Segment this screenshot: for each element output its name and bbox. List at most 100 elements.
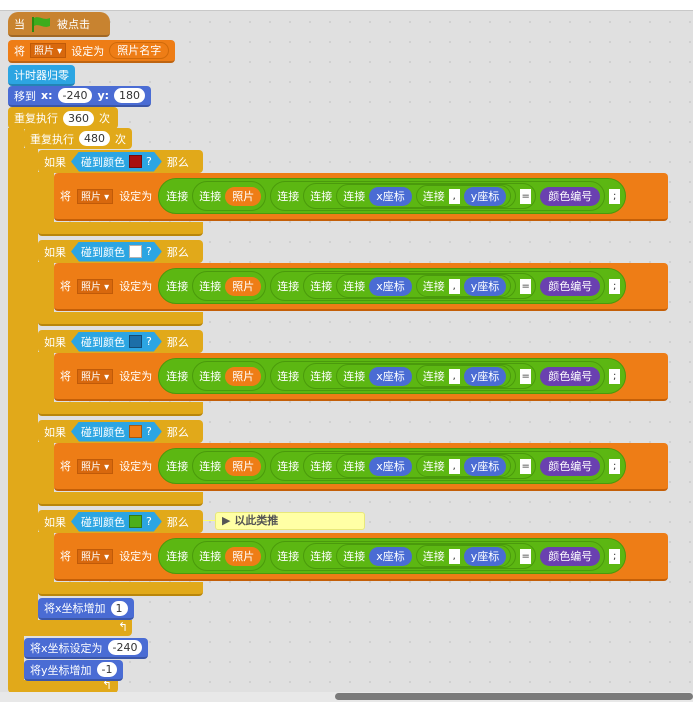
repeat-480-block[interactable]: 重复执行 480 次 (24, 128, 132, 149)
comma-input[interactable]: , (448, 368, 460, 384)
when-flag-clicked-block[interactable]: 当 被点击 (8, 12, 110, 37)
semicolon-input[interactable]: ; (609, 278, 621, 294)
change-x-input[interactable]: 1 (110, 600, 128, 616)
comma-input[interactable]: , (448, 458, 460, 474)
variable-dropdown[interactable]: 照片 ▾ (30, 43, 67, 58)
color-code-reporter[interactable]: 颜色编号 (540, 366, 601, 386)
x-position-reporter[interactable]: x座标 (369, 456, 412, 476)
horizontal-scrollbar[interactable] (0, 692, 693, 702)
if-touching-color-block[interactable]: 如果 碰到颜色 ? 那么 (38, 240, 203, 263)
equals-input[interactable]: = (520, 188, 532, 204)
scrollbar-thumb[interactable] (335, 693, 693, 700)
touching-color-sensor[interactable]: 碰到颜色 ? (71, 332, 162, 352)
x-position-reporter[interactable]: x座标 (369, 366, 412, 386)
collapse-triangle-icon[interactable]: ▶ (222, 514, 231, 527)
join-reporter[interactable]: 连接照片 (192, 181, 267, 211)
comma-input[interactable]: , (448, 278, 460, 294)
semicolon-input[interactable]: ; (609, 458, 621, 474)
photo-variable-reporter[interactable]: 照片 (225, 546, 262, 566)
color-swatch[interactable] (129, 245, 142, 258)
y-position-reporter[interactable]: y座标 (463, 276, 507, 296)
change-y-input[interactable]: -1 (96, 662, 118, 677)
color-code-reporter[interactable]: 颜色编号 (540, 186, 601, 206)
variable-dropdown[interactable]: 照片 ▾ (77, 278, 114, 294)
join-reporter[interactable]: 连接,y座标 (415, 545, 512, 567)
join-reporter[interactable]: 连接,y座标 (415, 365, 512, 387)
join-reporter[interactable]: 连接照片 (192, 361, 267, 391)
if-touching-color-block[interactable]: 如果 碰到颜色 ? 那么 (38, 330, 203, 353)
reset-timer-block[interactable]: 计时器归零 (8, 65, 75, 86)
x-position-reporter[interactable]: x座标 (369, 546, 412, 566)
equals-input[interactable]: = (520, 458, 532, 474)
color-swatch[interactable] (129, 515, 142, 528)
comma-input[interactable]: , (448, 548, 460, 564)
color-code-reporter[interactable]: 颜色编号 (540, 276, 601, 296)
comma-input[interactable]: , (448, 188, 460, 204)
change-x-block[interactable]: 将x坐标增加 1 (38, 598, 134, 620)
x-position-reporter[interactable]: x座标 (369, 276, 412, 296)
equals-input[interactable]: = (520, 548, 532, 564)
set-x-block[interactable]: 将x坐标设定为 -240 (24, 638, 149, 659)
join-reporter[interactable]: 连接,y座标 (415, 185, 512, 207)
join-reporter[interactable]: 连接照片 (192, 451, 267, 481)
photo-variable-reporter[interactable]: 照片 (225, 456, 262, 476)
set-photo-block[interactable]: 将 照片 ▾ 设定为 照片名字 (8, 40, 176, 63)
join-reporter[interactable]: 连接照片 (192, 541, 267, 571)
join-reporter[interactable]: 连接照片 (192, 271, 267, 301)
set-x-input[interactable]: -240 (107, 640, 143, 655)
photo-variable-reporter[interactable]: 照片 (225, 366, 262, 386)
touching-color-sensor[interactable]: 碰到颜色 ? (71, 512, 162, 532)
semicolon-input[interactable]: ; (609, 548, 621, 564)
touching-color-sensor[interactable]: 碰到颜色 ? (71, 242, 162, 262)
repeat-360-block[interactable]: 重复执行 360 次 (8, 107, 118, 129)
y-input[interactable]: 180 (114, 88, 146, 103)
equals-input[interactable]: = (520, 278, 532, 294)
equals-input[interactable]: = (520, 368, 532, 384)
variable-dropdown[interactable]: 照片 ▾ (77, 188, 114, 204)
x-input[interactable]: -240 (57, 88, 93, 103)
y-position-reporter[interactable]: y座标 (463, 456, 507, 476)
goto-xy-block[interactable]: 移到 x: -240 y: 180 (8, 86, 152, 107)
change-y-block[interactable]: 将y坐标增加 -1 (24, 660, 124, 681)
photo-name-reporter[interactable]: 照片名字 (109, 42, 170, 59)
color-code-reporter[interactable]: 颜色编号 (540, 546, 601, 566)
touching-color-sensor[interactable]: 碰到颜色 ? (71, 152, 162, 172)
x-position-reporter[interactable]: x座标 (369, 186, 412, 206)
color-swatch[interactable] (129, 425, 142, 438)
color-swatch[interactable] (129, 155, 142, 168)
repeat-count-input[interactable]: 480 (79, 131, 110, 146)
comment-note[interactable]: ▶ 以此类推 (215, 512, 365, 530)
if-touching-color-block[interactable]: 如果 碰到颜色 ? 那么 (38, 420, 203, 443)
color-code-reporter[interactable]: 颜色编号 (540, 456, 601, 476)
y-position-reporter[interactable]: y座标 (463, 546, 507, 566)
photo-variable-reporter[interactable]: 照片 (225, 186, 262, 206)
variable-dropdown[interactable]: 照片 ▾ (77, 458, 114, 474)
color-swatch[interactable] (129, 335, 142, 348)
y-position-reporter[interactable]: y座标 (463, 186, 507, 206)
y-position-reporter[interactable]: y座标 (463, 366, 507, 386)
